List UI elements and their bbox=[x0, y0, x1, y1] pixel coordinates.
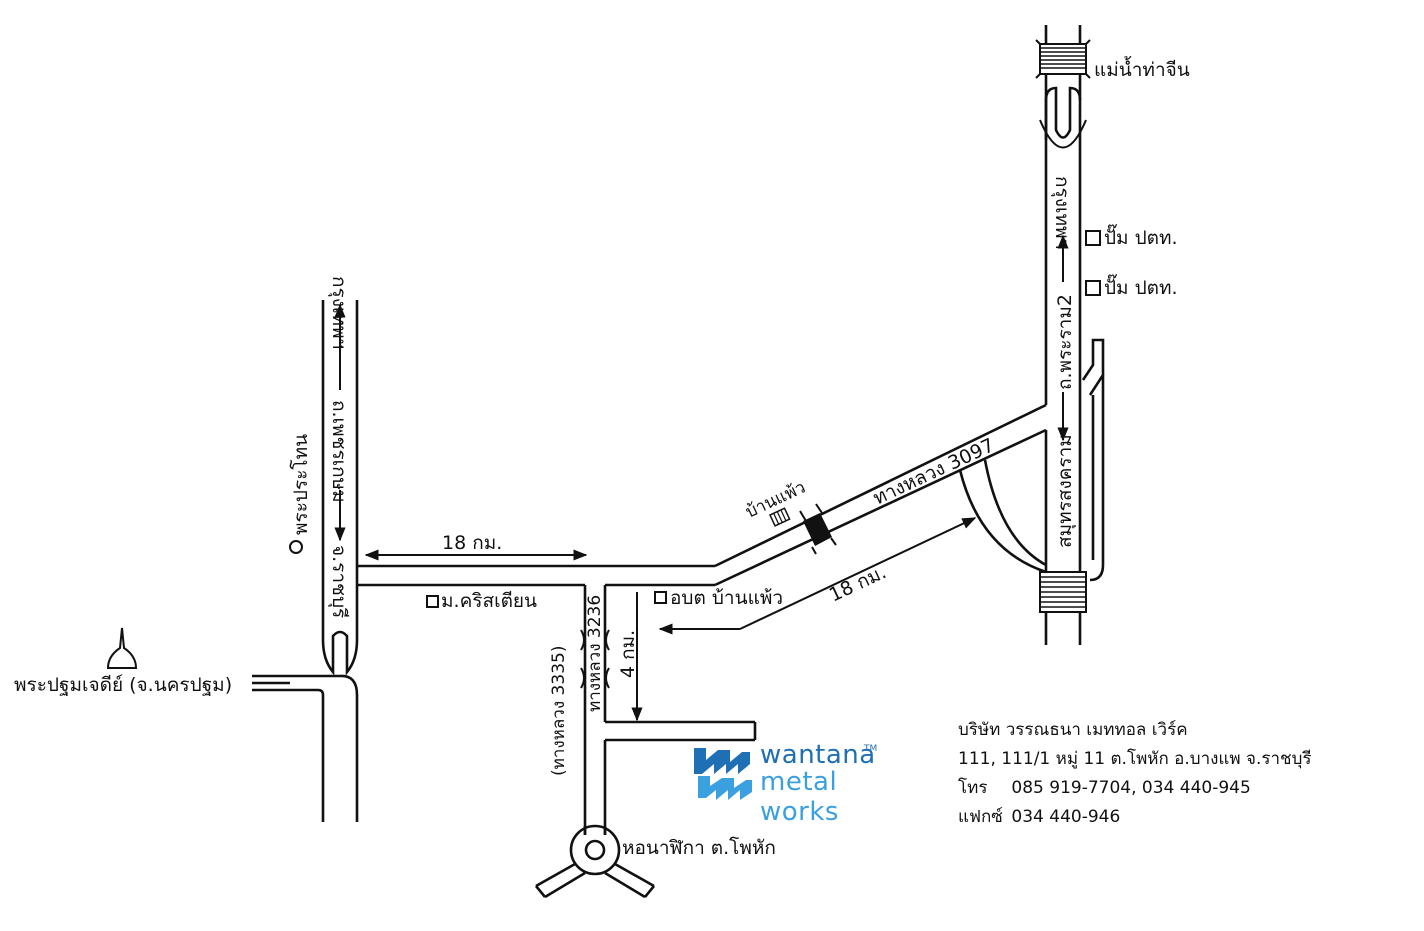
label-obt-ban-phaeo: อบต บ้านแพ้ว bbox=[670, 587, 783, 609]
label-to-bangkok-right: กรุงเทพฯ bbox=[1050, 176, 1073, 249]
label-christian-univ: ม.คริสเตียน bbox=[441, 590, 537, 612]
bridge-icon bbox=[1039, 571, 1087, 613]
label-ptt-pump-2: ปั๊ม ปตท. bbox=[1104, 274, 1178, 299]
wantana-logo-mark-icon bbox=[694, 748, 752, 800]
phone-value: 085 919-7704, 034 440-945 bbox=[1011, 778, 1251, 798]
label-highway-3236: ทางหลวง 3236 bbox=[585, 595, 605, 712]
label-to-bangkok-left: กรุงเทพฯ bbox=[327, 276, 350, 349]
label-4km: 4 กม. bbox=[617, 630, 639, 678]
chedi-icon bbox=[106, 627, 138, 669]
rama2-road-lines bbox=[1039, 25, 1105, 645]
landmark-square-icon bbox=[654, 591, 667, 604]
highway-3236-lines bbox=[580, 585, 757, 835]
logo-line2: metal works bbox=[760, 767, 839, 827]
wantana-logo: wantana TM metal works bbox=[692, 740, 922, 827]
landmark-square-icon bbox=[426, 595, 439, 608]
company-fax-row: แฟกซ์ 034 440-946 bbox=[958, 803, 1312, 832]
logo-line1: wantana bbox=[760, 740, 876, 770]
label-ratchaburi: จ.ราชบุรี bbox=[327, 545, 350, 618]
bridge-icon bbox=[1035, 39, 1091, 79]
landmark-grid-icon bbox=[769, 507, 791, 527]
landmark-square-icon bbox=[1085, 230, 1101, 246]
label-18km-diag: 18 กม. bbox=[826, 561, 890, 606]
label-tha-chin-river: แม่น้ำท่าจีน bbox=[1094, 56, 1190, 81]
phetkasem-road-lines bbox=[252, 300, 359, 822]
company-phone-row: โทร 085 919-7704, 034 440-945 bbox=[958, 774, 1312, 803]
label-clock-tower: หอนาฬิกา ต.โพหัก bbox=[622, 836, 776, 859]
label-phra-pathom-chedi: พระปฐมเจดีย์ (จ.นครปฐม) bbox=[14, 674, 232, 696]
phone-label: โทร bbox=[958, 778, 988, 798]
fax-value: 034 440-946 bbox=[1011, 807, 1121, 827]
company-info: บริษัท วรรณธนา เมททอล เวิร์ค 111, 111/1 … bbox=[958, 716, 1312, 832]
label-phetkasem-road: ถ.เพชรเกษม bbox=[328, 400, 350, 503]
landmark-square-icon bbox=[1085, 280, 1101, 296]
label-samut-songkhram: สมุทรสงคราม bbox=[1054, 434, 1077, 548]
label-highway-3335: (ทางหลวง 3335) bbox=[549, 646, 569, 776]
label-highway-3097: ทางหลวง 3097 bbox=[870, 434, 998, 509]
logo-tm: TM bbox=[864, 744, 878, 754]
landmark-circle-icon bbox=[289, 540, 303, 554]
label-phra-prathon: พระประโทน bbox=[289, 434, 312, 535]
label-ptt-pump-1: ปั๊ม ปตท. bbox=[1104, 224, 1178, 249]
company-address: 111, 111/1 หมู่ 11 ต.โพหัก อ.บางแพ จ.ราช… bbox=[958, 749, 1312, 769]
company-name: บริษัท วรรณธนา เมททอล เวิร์ค bbox=[958, 720, 1188, 740]
middle-road-lines bbox=[357, 564, 715, 587]
fax-label: แฟกซ์ bbox=[958, 807, 1003, 827]
bridge-icon bbox=[799, 503, 837, 555]
roundabout-icon bbox=[534, 824, 656, 899]
highway-3097-lines bbox=[714, 403, 1047, 587]
label-18km-horiz: 18 กม. bbox=[442, 532, 502, 554]
label-rama2-road: ถ.พระราม2 bbox=[1054, 294, 1076, 390]
